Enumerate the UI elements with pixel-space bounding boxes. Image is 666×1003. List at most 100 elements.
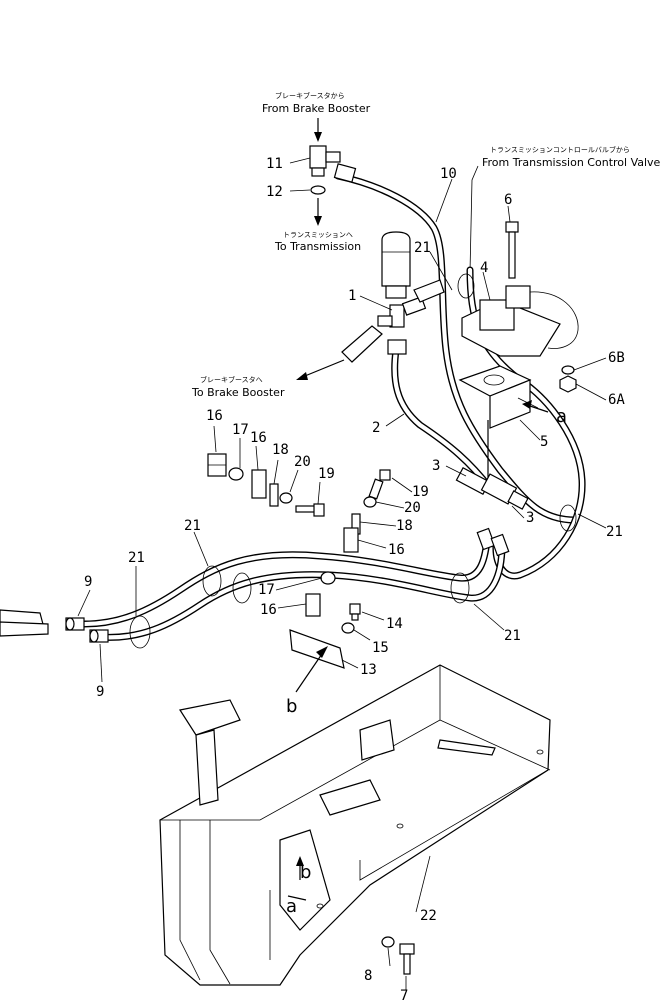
ref-letter-b: b <box>300 862 311 883</box>
callout-12: 12 <box>266 184 283 200</box>
from-brake-booster-jp: ブレーキブースタから <box>275 91 345 100</box>
from-tcv-leader <box>469 165 479 273</box>
callout-9: 9 <box>84 574 92 590</box>
clamp-16 <box>305 593 321 617</box>
ref-letter-b: b <box>286 696 297 717</box>
hose-end-fittings <box>476 527 510 557</box>
nut-6a <box>559 375 577 393</box>
bolt-19 <box>368 469 391 500</box>
hose-2 <box>391 346 494 492</box>
callout-16: 16 <box>206 408 223 424</box>
callout-3: 3 <box>526 510 534 526</box>
bolt-14 <box>349 603 361 621</box>
callout-1: 1 <box>348 288 356 304</box>
from-tcv-label: From Transmission Control Valve <box>482 156 661 169</box>
callout-3: 3 <box>432 458 440 474</box>
tee-fitting-11 <box>309 145 357 183</box>
hose-2-fitting <box>387 339 407 355</box>
callout-18: 18 <box>272 442 289 458</box>
spacer-17 <box>228 467 244 481</box>
callout-22: 22 <box>420 908 437 924</box>
hose-clamp-21 <box>202 565 222 597</box>
hose-clamp-21 <box>232 572 252 604</box>
to-brake-booster-arrow <box>299 359 345 379</box>
cylinder-left <box>0 609 49 637</box>
leader-lines <box>77 157 607 990</box>
callout-19: 19 <box>318 466 335 482</box>
callout-13: 13 <box>360 662 377 678</box>
hose-clamp-21 <box>129 615 151 649</box>
ref-a-arrowhead <box>522 400 532 409</box>
callout-6a: 6A <box>608 392 625 408</box>
callout-5: 5 <box>540 434 548 450</box>
callout-21: 21 <box>606 524 623 540</box>
from-brake-booster-arrowhead <box>314 132 322 142</box>
bolt-7 <box>399 943 415 975</box>
ref-b-arrowhead <box>316 646 328 658</box>
hose-9-upper <box>76 536 491 628</box>
callout-16: 16 <box>388 542 405 558</box>
callout-numbers: 11 12 10 21 1 4 6 6B 6A 5 2 3 3 21 16 17… <box>84 156 625 1003</box>
to-transmission-jp: トランスミッションへ <box>283 231 353 239</box>
plate-18 <box>269 483 279 507</box>
clamp-16 <box>251 469 267 499</box>
callout-6b: 6B <box>608 350 625 366</box>
callout-17: 17 <box>232 422 249 438</box>
hose-9-lower <box>96 541 506 641</box>
cover-plate-13 <box>289 629 345 669</box>
callout-6: 6 <box>504 192 512 208</box>
washer-8 <box>381 936 395 948</box>
to-transmission-arrowhead <box>314 216 322 226</box>
ref-letter-a: a <box>556 406 567 427</box>
washer-20 <box>279 492 293 504</box>
filter-canister <box>381 231 411 299</box>
washer-15 <box>341 622 355 634</box>
callout-17: 17 <box>258 582 275 598</box>
callout-15: 15 <box>372 640 389 656</box>
callout-21: 21 <box>504 628 521 644</box>
callout-18: 18 <box>396 518 413 534</box>
callout-21: 21 <box>414 240 431 256</box>
to-brake-booster-jp: ブレーキブースタへ <box>200 375 263 384</box>
washer-6b <box>561 365 575 375</box>
to-brake-booster-label: To Brake Booster <box>191 386 285 399</box>
callout-4: 4 <box>480 260 488 276</box>
callout-20: 20 <box>404 500 421 516</box>
spacer-17 <box>320 571 336 585</box>
bolt-19 <box>295 503 325 517</box>
from-tcv-jp: トランスミッションコントロールバルブから <box>490 145 630 154</box>
washer-20 <box>363 496 377 508</box>
valve-3 <box>455 466 529 510</box>
to-transmission-label: To Transmission <box>274 240 361 253</box>
o-ring-12 <box>310 185 326 195</box>
ref-a-frame-arrow <box>287 895 307 901</box>
hose-clamp-21 <box>450 572 470 604</box>
from-brake-booster-label: From Brake Booster <box>262 102 371 115</box>
hose-fitting-9 <box>65 617 109 643</box>
callout-16: 16 <box>260 602 277 618</box>
ref-letter-a: a <box>286 896 297 917</box>
hose-clamp-21 <box>559 504 577 532</box>
bolt-6 <box>505 221 519 279</box>
solenoid-valve-4 <box>461 285 579 357</box>
callout-2: 2 <box>372 420 380 436</box>
hose-end-to-booster <box>341 325 383 363</box>
callout-9: 9 <box>96 684 104 700</box>
to-brake-booster-arrowhead <box>296 372 308 380</box>
callout-14: 14 <box>386 616 403 632</box>
clamp-16 <box>207 453 227 477</box>
hose-clamp-21 <box>457 273 475 299</box>
callout-8: 8 <box>364 968 372 984</box>
callout-7: 7 <box>400 988 408 1003</box>
frame-22 <box>159 664 551 986</box>
callout-21: 21 <box>128 550 145 566</box>
callout-16: 16 <box>250 430 267 446</box>
clamp-16 <box>343 527 359 553</box>
tee-fitting-1 <box>377 296 427 328</box>
bracket-5 <box>458 365 532 429</box>
hose-end-tcv <box>413 279 445 303</box>
callout-21: 21 <box>184 518 201 534</box>
ref-b-frame-arrowhead <box>296 856 304 866</box>
